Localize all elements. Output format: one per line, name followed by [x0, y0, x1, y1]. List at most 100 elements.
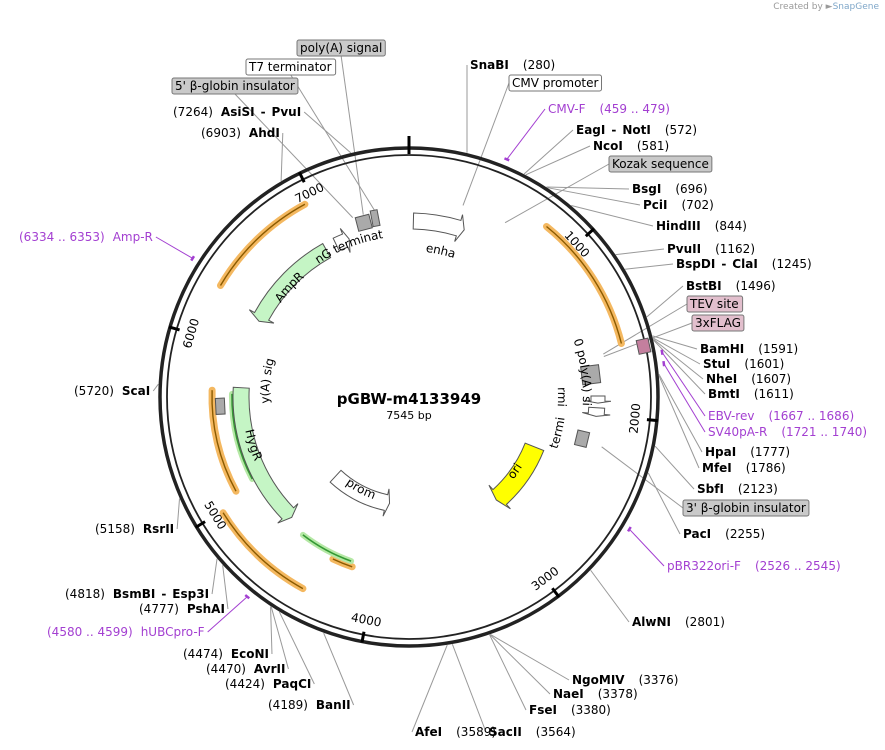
primer-position: (4580 .. 4599): [47, 625, 133, 639]
enzyme-label-mfei: MfeI (1786): [702, 461, 786, 475]
primer-label-cmv-f: CMV-F(459 .. 479): [548, 102, 670, 116]
enzyme-leader: [654, 445, 695, 490]
label-box: [608, 155, 713, 173]
primer-name: CMV-F: [548, 102, 586, 116]
enzyme-leader: [624, 263, 674, 270]
enzyme-name-2: PvuI: [272, 105, 302, 119]
orf-green-line: [231, 393, 253, 480]
tev-site-box: [635, 337, 652, 355]
label-box: [686, 295, 744, 313]
polya-signal-box: [354, 213, 373, 232]
enzyme-name: SnaBI: [470, 58, 509, 72]
enzyme-leader: [525, 145, 591, 176]
enzyme-position: (280): [523, 58, 555, 72]
enzyme-position: (4474): [183, 647, 223, 661]
primer-mark: [503, 157, 510, 162]
primer-mark: [244, 594, 251, 600]
enzyme-position: (1245): [772, 257, 812, 271]
enzyme-leader: [652, 338, 704, 380]
enzyme-label-eagi: EagI-NotI(572): [576, 123, 697, 137]
rrng-arrow-small: [582, 406, 611, 417]
enzyme-label-ahdi: (6903)AhdI: [201, 126, 280, 140]
primer-mark: [662, 360, 666, 367]
label-box: [682, 499, 810, 517]
primer-position: (1721 .. 1740): [781, 425, 867, 439]
primer-position: (2526 .. 2545): [755, 559, 841, 573]
enzyme-leader: [646, 285, 684, 318]
enzyme-position: (4424): [225, 677, 265, 691]
scale-tick-label: 6000: [180, 317, 202, 350]
enzyme-name: MfeI: [702, 461, 732, 475]
enzyme-leader: [411, 644, 448, 733]
enzyme-name: AlwNI: [632, 615, 671, 629]
scale-tick: [298, 171, 306, 183]
boxed-label-leader: [340, 55, 364, 215]
primer-leader: [663, 363, 706, 433]
enzyme-label-snabi: SnaBI (280): [470, 58, 555, 72]
enzyme-label-stui: StuI(1601): [703, 357, 784, 371]
enzyme-label-naei: NaeI(3378): [553, 687, 638, 701]
enzyme-leader: [222, 565, 229, 610]
snapgene-credit: Created by ►SnapGene: [773, 2, 879, 12]
feature-label-poly-a-signal: poly(A) signal: [0, 0, 277, 404]
enzyme-position: (1496): [736, 279, 776, 293]
label-box: [691, 314, 745, 332]
primer-leader: [506, 108, 546, 160]
primer-mark: [660, 349, 664, 355]
boxed-label-t7-terminator: T7 terminator: [245, 58, 337, 76]
orf-green-line: [302, 534, 352, 562]
primer-name: EBV-rev: [708, 409, 754, 423]
orf-line: [219, 203, 306, 286]
enzyme-leader: [647, 472, 681, 535]
enzyme-label-bsmbi: (4818)BsmBI-Esp3I: [65, 587, 209, 601]
boxed-label-poly-a-signal: poly(A) signal: [296, 39, 386, 57]
rrng-terminator-arrow-1: [332, 228, 351, 253]
enzyme-leader: [653, 339, 706, 395]
primer-label-pbr322ori-f: pBR322ori-F(2526 .. 2545): [667, 559, 841, 573]
primer-leader: [629, 528, 665, 567]
enzyme-position: (572): [665, 123, 697, 137]
primer-label-sv40pa-r: SV40pA-R(1721 .. 1740): [708, 425, 867, 439]
scale-tick-label: 7000: [293, 180, 327, 206]
enzyme-label-nhei: NheI(1607): [706, 372, 791, 386]
scale-tick-label: 4000: [350, 610, 383, 630]
enzyme-label-scai: (5720)ScaI: [74, 384, 150, 398]
enzyme-position: (7264): [173, 105, 213, 119]
label-text: poly(A) signal: [300, 41, 382, 55]
enzyme-name: EagI: [576, 123, 605, 137]
primer-label-hubcpro-f: (4580 .. 4599) hUBCpro-F: [47, 625, 205, 639]
scale-tick: [551, 587, 561, 598]
enzyme-name: AfeI: [415, 725, 442, 739]
enzyme-leader: [211, 558, 218, 595]
orf-line: [332, 558, 353, 568]
enzyme-leader: [489, 634, 551, 695]
enzyme-leader: [615, 248, 665, 256]
label-box: [171, 77, 299, 95]
enzyme-position: (1786): [746, 461, 786, 475]
primer-label-amp-r: (6334 .. 6353) Amp-R: [19, 230, 153, 244]
enzyme-position: (3380): [571, 703, 611, 717]
scale-tick: [194, 520, 206, 529]
primer-name: hUBCpro-F: [141, 625, 205, 639]
primer-leader: [155, 236, 193, 259]
enzyme-leader: [658, 375, 700, 469]
enzyme-label-banii: (4189)BanII: [268, 698, 351, 712]
enzyme-position: (1607): [751, 372, 791, 386]
enzyme-position: (1611): [754, 387, 794, 401]
enzyme-leader: [652, 335, 698, 350]
enzyme-leader: [176, 498, 181, 530]
primer-position: (6334 .. 6353): [19, 230, 105, 244]
enzyme-label-avrii: (4470)AvrII: [206, 662, 285, 676]
hygr-arrow: [232, 386, 299, 524]
sv40-polya-box: [580, 364, 602, 386]
label-text: 5' β-globin insulator: [175, 79, 295, 93]
enzyme-leader: [523, 129, 574, 175]
enzyme-position: (702): [682, 198, 714, 212]
enzyme-name: SacII: [489, 725, 522, 739]
ubc-promoter-arrow: [329, 469, 391, 517]
enzyme-label-afei: AfeI(3589): [415, 725, 496, 739]
primer-mark: [626, 526, 632, 533]
enzyme-label-pvuii: PvuII(1162): [667, 242, 755, 256]
enzyme-name: NgoMIV: [572, 673, 625, 687]
primer-name: Amp-R: [113, 230, 153, 244]
